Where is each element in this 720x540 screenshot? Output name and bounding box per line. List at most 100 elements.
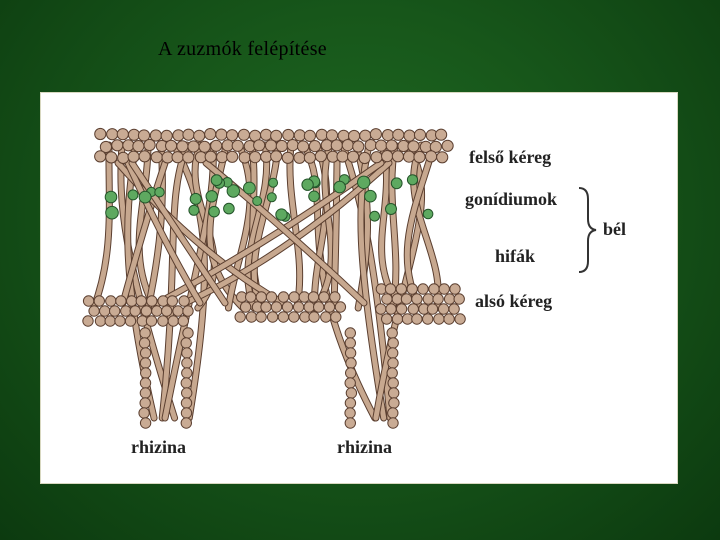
rhizina-cell xyxy=(345,357,357,369)
hypha-strand xyxy=(129,160,228,306)
upper-cortex-cell xyxy=(171,151,184,164)
gonidium-cell xyxy=(364,189,377,203)
gonidium-cell xyxy=(223,202,235,215)
lower-cortex-cell xyxy=(320,311,332,323)
lower-cortex-cell xyxy=(443,313,455,325)
lower-cortex-cell xyxy=(115,295,127,307)
label-rhizina-left: rhizina xyxy=(131,437,187,457)
gonidium-cell xyxy=(205,190,218,203)
upper-cortex-cell xyxy=(293,151,306,164)
hypha-strand xyxy=(207,142,246,311)
upper-cortex-cell xyxy=(160,129,173,143)
upper-cortex-cell xyxy=(403,129,416,142)
upper-cortex-cell xyxy=(425,150,438,163)
lower-cortex-cell xyxy=(381,293,393,305)
lower-cortex-cell xyxy=(151,305,163,317)
hypha-strand xyxy=(287,142,303,311)
upper-cortex-cell xyxy=(315,128,328,141)
lower-cortex-cell xyxy=(109,305,121,317)
upper-cortex-cell xyxy=(106,128,119,141)
lower-cortex-cell xyxy=(448,303,460,315)
rhizina-cell xyxy=(344,347,357,359)
upper-cortex-cell xyxy=(260,128,273,141)
lower-cortex-cell xyxy=(443,293,456,305)
lower-cortex-cell xyxy=(88,305,100,317)
upper-cortex-cell xyxy=(204,150,217,163)
rhizina-cell xyxy=(387,337,399,349)
hypha-strand xyxy=(120,160,168,306)
upper-cortex-cell xyxy=(122,139,135,152)
lower-cortex-cell xyxy=(385,303,397,315)
upper-cortex-cell xyxy=(413,150,426,164)
rhizina-cell xyxy=(139,357,152,369)
upper-cortex-cell xyxy=(204,128,217,141)
hypha-strand xyxy=(225,142,253,311)
gonidium-cell xyxy=(127,189,139,201)
gonidium-cell xyxy=(268,177,279,188)
rhizina-cell xyxy=(140,367,152,379)
rhizina-cell xyxy=(181,367,193,379)
upper-cortex-cell xyxy=(308,140,321,153)
lower-cortex-cell xyxy=(292,301,305,313)
label-medulla: bél xyxy=(603,219,627,239)
lower-cortex-cell xyxy=(329,291,341,303)
lower-cortex-cell xyxy=(406,283,418,295)
upper-cortex-cell xyxy=(370,151,383,164)
lower-cortex-cell xyxy=(277,291,290,303)
rhizina-cell xyxy=(139,417,152,429)
hypha-strand xyxy=(245,142,270,311)
lower-cortex-cell xyxy=(114,315,126,327)
lower-cortex-cell xyxy=(126,295,138,307)
lower-cortex-cell xyxy=(288,311,300,323)
gonidium-cell xyxy=(105,205,119,220)
lower-cortex-cell xyxy=(395,283,407,295)
upper-cortex-cell xyxy=(375,139,388,152)
lower-cortex-cell xyxy=(454,313,466,325)
rhizina-cell xyxy=(345,387,358,399)
gonidium-cell xyxy=(301,178,314,191)
lower-cortex-cell xyxy=(182,305,194,317)
lower-cortex-cell xyxy=(105,295,117,307)
hypha-strand xyxy=(91,142,112,311)
lower-cortex-cell xyxy=(146,295,158,307)
upper-cortex-cell xyxy=(441,139,454,152)
rhizina-cell xyxy=(139,387,152,399)
gonidium-cell xyxy=(369,210,381,222)
upper-cortex-cell xyxy=(286,139,299,152)
lower-cortex-cell xyxy=(313,301,325,313)
lichen-cross-section-illustration xyxy=(82,127,466,429)
rhizina-cell xyxy=(180,417,193,429)
lower-cortex-cell xyxy=(432,293,444,305)
upper-cortex-cell xyxy=(237,128,250,141)
rhizina-cell xyxy=(139,397,151,409)
gonidium-cell xyxy=(333,180,347,194)
upper-cortex-cell xyxy=(391,150,404,163)
gonidium-cell xyxy=(188,204,200,216)
upper-cortex-cell xyxy=(226,129,239,142)
hypha-strand xyxy=(155,160,384,306)
upper-cortex-cell xyxy=(385,139,398,152)
lower-cortex-cell xyxy=(94,315,107,327)
lower-cortex-cell xyxy=(307,291,320,303)
upper-cortex-cell xyxy=(352,140,365,153)
lower-cortex-cell xyxy=(417,283,429,295)
rhizina-cell xyxy=(139,377,152,389)
lower-cortex-cell xyxy=(422,293,434,305)
lower-cortex-cell xyxy=(308,311,320,323)
gonidium-cell xyxy=(104,190,118,204)
upper-cortex-cell xyxy=(402,150,416,163)
lower-cortex-cell xyxy=(391,313,404,325)
rhizina-cell xyxy=(387,347,399,359)
lower-cortex-cell xyxy=(260,301,272,313)
upper-cortex-cell xyxy=(216,151,229,164)
lower-cortex-cell xyxy=(129,305,141,317)
rhizina-cell xyxy=(344,377,356,389)
upper-cortex-cell xyxy=(429,140,442,154)
lower-cortex-cell xyxy=(422,313,434,325)
slide-title: A zuzmók felépítése xyxy=(158,38,327,60)
lower-cortex-cell xyxy=(172,305,184,317)
upper-cortex-cell xyxy=(303,129,316,143)
upper-cortex-cell xyxy=(127,128,141,141)
upper-cortex-cell xyxy=(270,129,283,142)
rhizina-cell xyxy=(139,347,152,359)
